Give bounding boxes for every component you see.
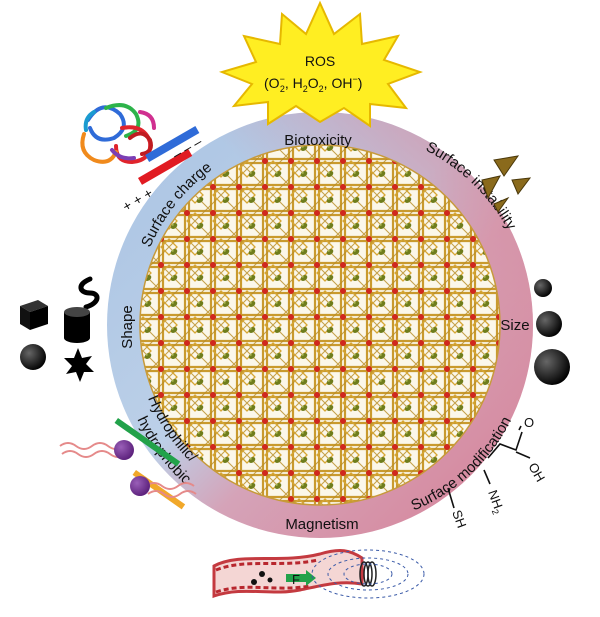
magnet-coil-icon	[359, 561, 377, 587]
label-magnetism: Magnetism	[285, 516, 358, 533]
label-biotoxicity: Biotoxicity	[284, 132, 352, 149]
shape-icons	[20, 276, 100, 382]
blood-vessel-illustration: F	[212, 549, 425, 599]
large-sphere-icon	[534, 349, 570, 385]
magnetic-field-lines	[311, 549, 425, 599]
amine-nh2: NH2	[483, 488, 507, 516]
sun-burst-icon	[218, 0, 423, 128]
force-arrow-icon	[286, 570, 316, 586]
amphiphile-molecules	[59, 417, 197, 510]
nanoprism-triangles-icon	[481, 155, 532, 213]
crystal-lattice	[139, 144, 501, 506]
star-icon	[64, 348, 94, 382]
ros-burst: ROS (O−2, H2O2, OH−)	[218, 0, 423, 128]
label-size: Size	[500, 317, 529, 334]
functional-groups	[447, 425, 531, 509]
thiol-sh: SH	[449, 508, 469, 530]
nanowire-icon	[78, 276, 100, 310]
sphere-icon	[20, 344, 46, 370]
negative-bar	[145, 126, 200, 162]
hydroxyl-oh: OH	[525, 460, 548, 484]
size-spheres	[534, 279, 570, 385]
polar-head-icon	[114, 440, 134, 460]
small-sphere-icon	[534, 279, 552, 297]
carbonyl-o: O	[524, 415, 534, 430]
cube-icon	[20, 300, 48, 330]
ring-notch	[505, 205, 522, 226]
medium-sphere-icon	[536, 311, 562, 337]
polar-head-icon-2	[130, 476, 150, 496]
label-shape: Shape	[119, 305, 136, 348]
ros-species: (O−2, H2O2, OH−)	[264, 74, 362, 94]
force-label: F	[292, 572, 300, 587]
protein-ribbon-icon	[80, 103, 156, 165]
cylinder-icon	[64, 307, 90, 343]
hydrophilic-bar	[114, 417, 181, 467]
ros-title: ROS	[305, 53, 335, 69]
positive-bar	[138, 149, 193, 185]
